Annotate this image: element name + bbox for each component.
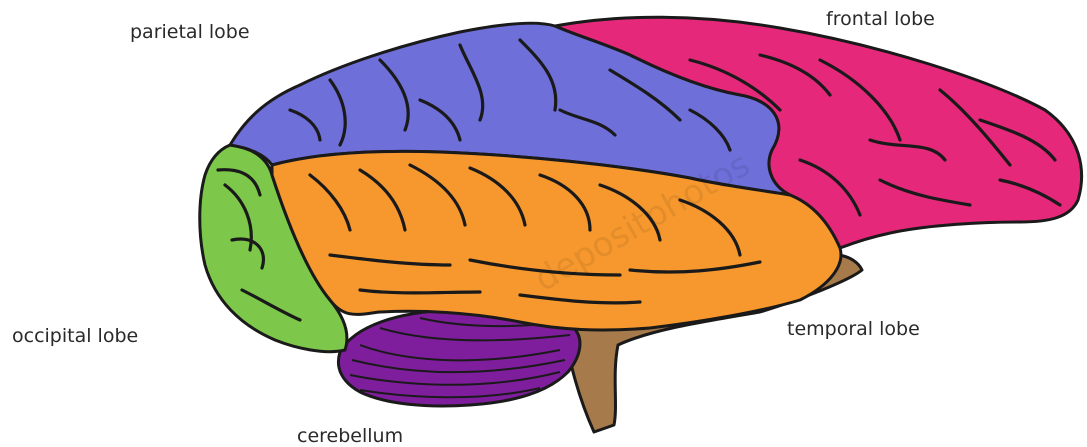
label-frontal-lobe: frontal lobe [826, 8, 935, 30]
label-parietal-lobe: parietal lobe [130, 21, 250, 43]
label-temporal-lobe: temporal lobe [787, 318, 920, 340]
label-occipital-lobe: occipital lobe [12, 325, 138, 347]
label-cerebellum: cerebellum [297, 425, 403, 447]
